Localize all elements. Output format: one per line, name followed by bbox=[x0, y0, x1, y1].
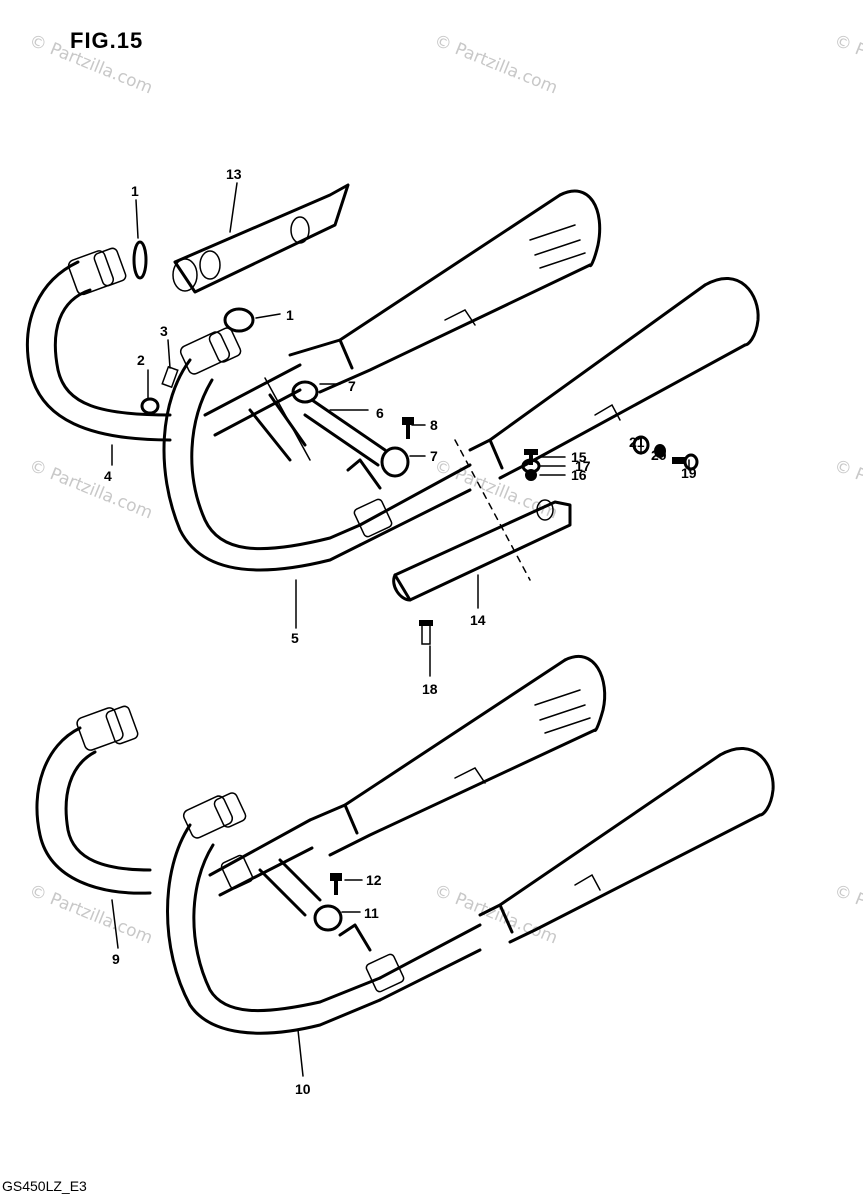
figure-title: FIG.15 bbox=[70, 28, 144, 53]
callout-16: 16 bbox=[571, 467, 587, 483]
callout-20: 20 bbox=[651, 447, 667, 463]
callout-17: 17 bbox=[575, 458, 591, 474]
muffler-upper-right bbox=[468, 277, 760, 480]
exhaust-pipe-9 bbox=[35, 705, 152, 895]
leader-lines-upper bbox=[111, 182, 690, 677]
connector-pipe-lower bbox=[338, 923, 482, 1002]
callout-10: 10 bbox=[295, 1081, 311, 1097]
bolt-8 bbox=[402, 417, 414, 439]
callout-15: 15 bbox=[571, 449, 587, 465]
callout-6: 6 bbox=[376, 405, 384, 421]
crossover-pipe-upper bbox=[203, 363, 311, 462]
callout-21: 21 bbox=[629, 434, 645, 450]
gasket-1-lower bbox=[223, 307, 255, 333]
exhaust-pipe-4 bbox=[25, 247, 172, 442]
callout-1: 1 bbox=[286, 307, 294, 323]
crossover-pipe-lower bbox=[208, 818, 322, 917]
leader-lines-lower bbox=[111, 879, 363, 1077]
callout-4: 4 bbox=[104, 468, 112, 484]
stud-3 bbox=[161, 365, 179, 389]
bolt-12 bbox=[330, 873, 342, 895]
heat-shield-13 bbox=[172, 183, 350, 294]
callout-14: 14 bbox=[470, 612, 486, 628]
muffler-lower-right bbox=[478, 747, 775, 944]
callout-7: 7 bbox=[348, 378, 356, 394]
callout-8: 8 bbox=[430, 417, 438, 433]
exhaust-pipe-5 bbox=[162, 327, 362, 572]
callout-9: 9 bbox=[112, 951, 120, 967]
callout-12: 12 bbox=[366, 872, 382, 888]
callout-13: 13 bbox=[226, 166, 242, 182]
gasket-1-upper bbox=[132, 240, 148, 280]
nut-2 bbox=[140, 397, 160, 415]
callout-18: 18 bbox=[422, 681, 438, 697]
figure-code: GS450LZ_E3 bbox=[2, 1178, 87, 1194]
callout-1: 1 bbox=[131, 183, 139, 199]
connector-pipe-upper bbox=[346, 458, 472, 547]
bolt-19 bbox=[672, 453, 699, 471]
callout-19: 19 bbox=[681, 465, 697, 481]
callout-2: 2 bbox=[137, 352, 145, 368]
callout-5: 5 bbox=[291, 630, 299, 646]
callout-11: 11 bbox=[364, 905, 379, 921]
bolt-18 bbox=[419, 620, 433, 645]
callout-3: 3 bbox=[160, 323, 168, 339]
clamp-6 bbox=[303, 398, 387, 467]
callout-7: 7 bbox=[430, 448, 438, 464]
clamp-7-lower bbox=[380, 446, 410, 478]
exhaust-pipe-10 bbox=[166, 792, 382, 1035]
clamp-7-upper bbox=[291, 380, 319, 404]
collar-17 bbox=[521, 458, 541, 474]
muffler-lower-left bbox=[308, 654, 607, 857]
clamp-11 bbox=[313, 904, 343, 932]
heat-shield-14 bbox=[392, 499, 572, 602]
